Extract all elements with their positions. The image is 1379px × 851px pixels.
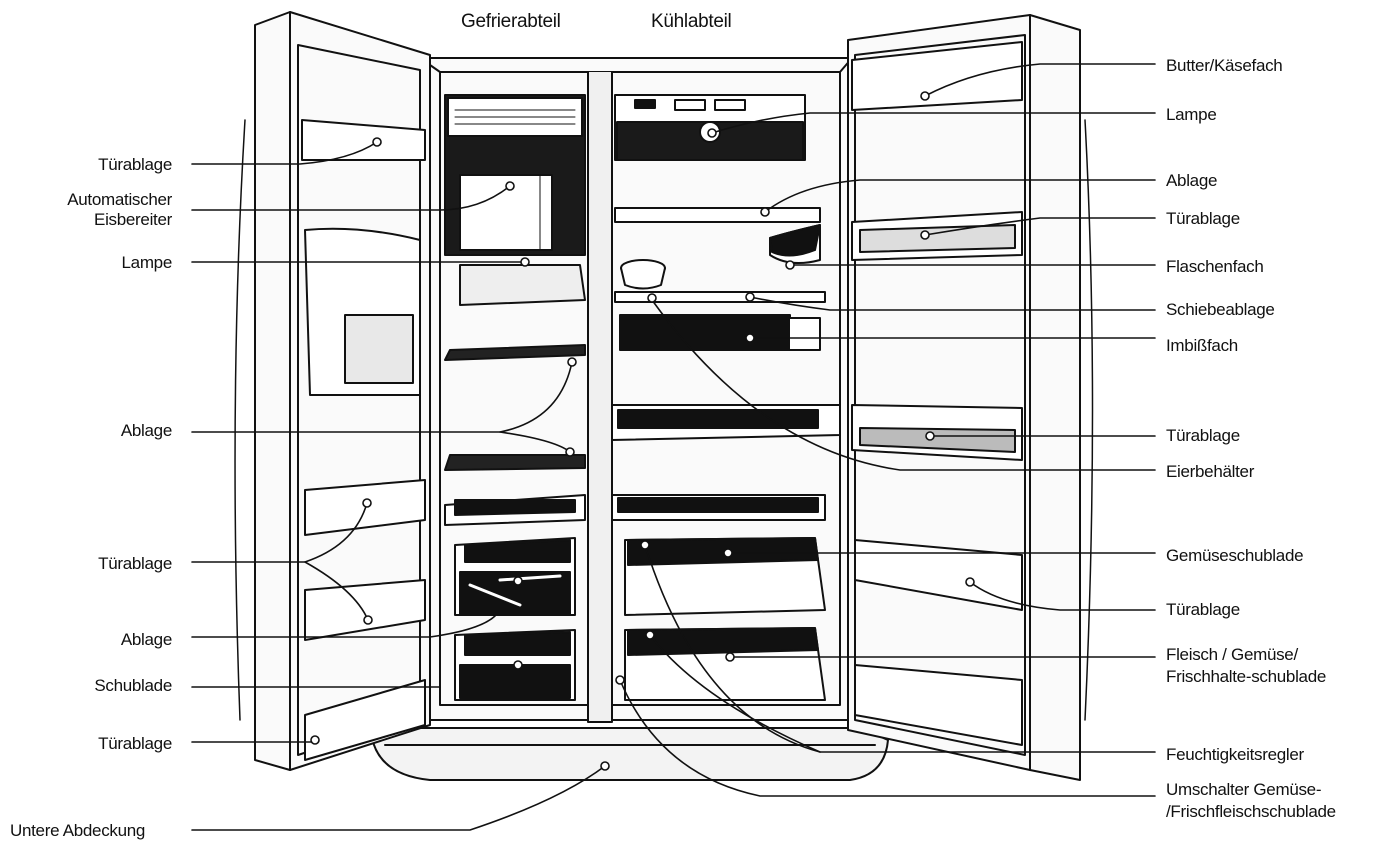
label-meat-veg-fresh-2: Frischhalte-schublade	[1166, 667, 1327, 686]
label-left-door-shelf-3: Türablage	[98, 734, 172, 753]
label-switch-1: Umschalter Gemüse-	[1166, 780, 1322, 799]
freezer-door	[234, 11, 431, 771]
label-automatic-icemaker-2: Eisbereiter	[94, 210, 172, 229]
leader-dots	[310, 91, 975, 771]
label-egg-tray: Eierbehälter	[1166, 462, 1255, 481]
fridge-header: Kühlabteil	[651, 11, 732, 32]
label-meat-veg-fresh-1: Fleisch / Gemüse/	[1166, 645, 1298, 664]
fridge-compartment	[611, 94, 841, 701]
freezer-header: Gefrierabteil	[461, 11, 561, 32]
label-switch-2: /Frischfleischschublade	[1166, 802, 1336, 821]
label-right-door-shelf-2: Türablage	[1166, 426, 1240, 445]
label-snack-compartment: Imbißfach	[1166, 336, 1238, 355]
label-left-lamp: Lampe	[121, 253, 173, 272]
label-vegetable-drawer: Gemüseschublade	[1166, 546, 1304, 565]
label-humidity-control: Feuchtigkeitsregler	[1166, 745, 1304, 764]
leader-lines-left	[191, 141, 606, 831]
leader-lines-right	[619, 63, 1156, 797]
label-butter-cheese: Butter/Käsefach	[1166, 56, 1283, 75]
label-right-lamp: Lampe	[1166, 105, 1217, 124]
label-automatic-icemaker-1: Automatischer	[67, 190, 172, 209]
label-right-shelf: Ablage	[1166, 171, 1218, 190]
label-left-door-shelf-1: Türablage	[98, 155, 172, 174]
label-bottle-rack: Flaschenfach	[1166, 257, 1264, 276]
label-lower-cover: Untere Abdeckung	[10, 821, 146, 840]
label-right-door-shelf-1: Türablage	[1166, 209, 1240, 228]
label-drawer: Schublade	[94, 676, 172, 695]
label-right-door-shelf-3: Türablage	[1166, 600, 1240, 619]
label-sliding-shelf: Schiebeablage	[1166, 300, 1275, 319]
label-left-shelf: Ablage	[120, 421, 172, 440]
fridge-door	[847, 14, 1094, 781]
freezer-compartment	[444, 94, 586, 701]
label-left-shelf-2: Ablage	[120, 630, 172, 649]
label-left-door-shelf-2: Türablage	[98, 554, 172, 573]
